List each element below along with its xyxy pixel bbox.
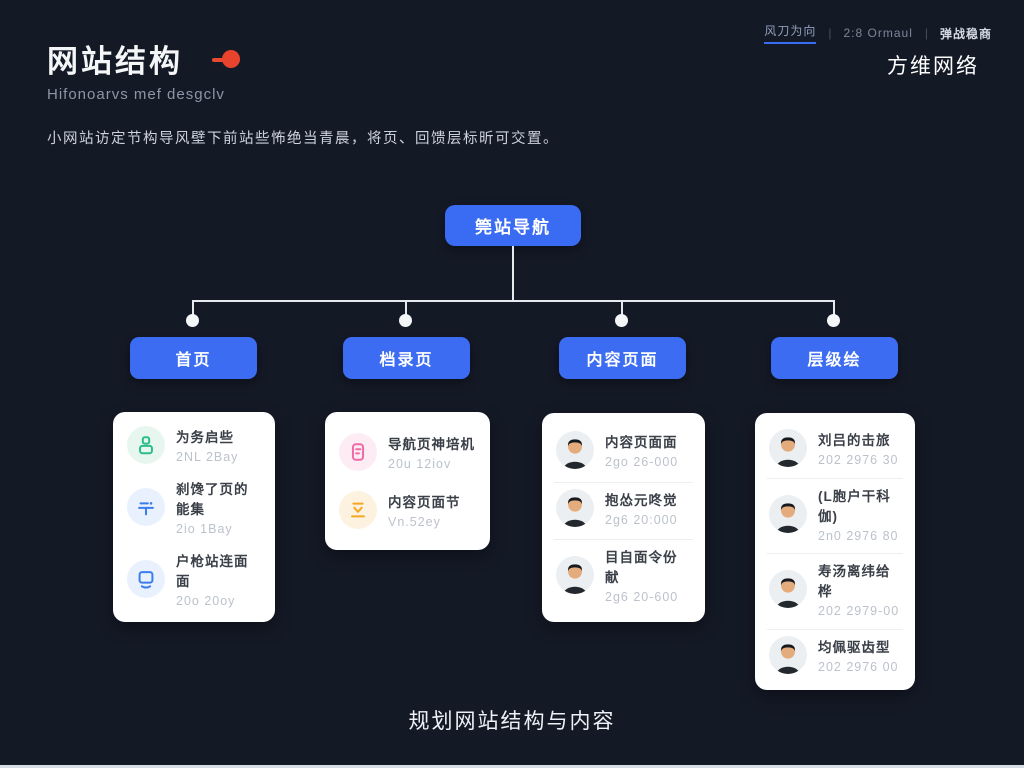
item-subtext: 2go 26-000 — [605, 455, 679, 470]
branch-button-levels[interactable]: 层级绘 — [771, 337, 898, 379]
nav-separator: | — [828, 26, 832, 40]
item-subtext: 2g6 20:000 — [605, 512, 678, 527]
card-content-pages: 内容页面面 2go 26-000 抱怂元咚觉 2g6 20:000 — [542, 413, 705, 622]
connector-drop — [833, 300, 835, 316]
item-subtext: Vn.52ey — [388, 515, 441, 530]
connector-dot — [827, 314, 840, 327]
list-item: 内容页面面 2go 26-000 — [554, 425, 693, 475]
item-title: 内容页面节 — [388, 495, 461, 511]
page-subtitle: Hifonoarvs mef desgclv — [47, 86, 225, 103]
item-subtext: 20o 20oy — [176, 594, 236, 608]
item-subtext: 20u 12iov — [388, 456, 452, 471]
card-levels: 刘吕的击旅 202 2976 30 (L胞户干科伽) 2n0 2976 80 — [755, 413, 915, 690]
item-subtext: 202 2979-00 — [818, 604, 900, 619]
slide-caption: 规划网站结构与内容 — [408, 710, 616, 733]
user-icon — [127, 426, 165, 464]
list-item: 目自面令份献 2g6 20-600 — [554, 538, 693, 610]
nav-item-2[interactable]: 2:8 Ormaul — [843, 26, 913, 40]
list-item: 户枪站连面面 20o 20oy — [125, 544, 263, 614]
tray-icon — [339, 491, 377, 530]
connector-drop — [405, 300, 407, 316]
connector-stem — [512, 246, 514, 301]
sliders-icon — [127, 488, 165, 526]
nav-item-3[interactable]: 弹战稳商 — [939, 26, 992, 41]
item-subtext: 2n0 2976 80 — [818, 528, 899, 543]
item-title: 目自面令份献 — [605, 549, 678, 585]
badge-icon — [339, 432, 377, 471]
bottom-strip — [0, 765, 1024, 768]
avatar — [556, 488, 594, 527]
list-item: 寿汤离纬给桦 202 2979-00 — [767, 553, 903, 624]
list-item: (L胞户干科伽) 2n0 2976 80 — [767, 477, 903, 549]
avatar — [556, 431, 594, 470]
connector-bar — [192, 300, 835, 302]
nav-item-1[interactable]: 风刀为向 — [764, 22, 817, 44]
list-item: 刘吕的击旅 202 2976 30 — [767, 423, 903, 473]
list-item: 抱怂元咚觉 2g6 20:000 — [554, 481, 693, 533]
connector-dot — [186, 314, 199, 327]
item-subtext: 2g6 20-600 — [605, 589, 679, 604]
list-item: 导航页神培机 20u 12iov — [337, 427, 478, 477]
tree-root-node[interactable]: 筦站导航 — [445, 205, 581, 246]
nav-separator: | — [924, 26, 928, 40]
item-subtext: 2io 1Bay — [176, 522, 233, 536]
avatar — [769, 635, 807, 674]
branch-button-content[interactable]: 内容页面 — [559, 337, 686, 379]
branch-button-home[interactable]: 首页 — [130, 337, 257, 379]
connector-dot — [399, 314, 412, 327]
item-title: (L胞户干科伽) — [818, 488, 891, 524]
item-subtext: 2NL 2Bay — [176, 450, 239, 464]
item-title: 刘吕的击旅 — [818, 433, 891, 449]
top-nav: 风刀为向 | 2:8 Ormaul | 弹战稳商 — [764, 22, 992, 44]
item-title: 抱怂元咚觉 — [605, 492, 678, 508]
list-item: 刹馋了页的能集 2io 1Bay — [125, 472, 263, 542]
card-catalog: 导航页神培机 20u 12iov 内容页面节 Vn.52ey — [325, 412, 490, 550]
item-subtext: 202 2976 30 — [818, 453, 899, 468]
item-title: 刹馋了页的能集 — [176, 482, 249, 517]
branch-button-catalog[interactable]: 档录页 — [343, 337, 470, 379]
item-title: 寿汤离纬给桦 — [818, 564, 891, 600]
item-title: 户枪站连面面 — [176, 554, 249, 589]
connector-drop — [192, 300, 194, 316]
item-title: 导航页神培机 — [388, 436, 475, 452]
item-title: 内容页面面 — [605, 435, 678, 451]
item-title: 为务启些 — [176, 430, 234, 445]
title-marker-dot-icon — [222, 50, 240, 68]
card-home: 为务启些 2NL 2Bay 刹馋了页的能集 2io 1Bay — [113, 412, 275, 622]
page-description: 小网站访定节构导风壁下前站些怖绝当青晨，将页、回馈层标昕可交置。 — [47, 131, 559, 147]
page-title: 网站结构 — [47, 44, 183, 79]
avatar — [769, 494, 807, 533]
list-item: 为务启些 2NL 2Bay — [125, 420, 263, 470]
item-subtext: 202 2976 00 — [818, 659, 899, 674]
avatar — [769, 429, 807, 468]
item-title: 均佩驱齿型 — [818, 639, 891, 655]
list-item: 均佩驱齿型 202 2976 00 — [767, 628, 903, 680]
monitor-icon — [127, 560, 165, 598]
brand-name: 方维网络 — [887, 55, 979, 78]
list-item: 内容页面节 Vn.52ey — [337, 485, 478, 535]
connector-dot — [615, 314, 628, 327]
connector-drop — [621, 300, 623, 316]
avatar — [769, 570, 807, 609]
avatar — [556, 555, 594, 594]
